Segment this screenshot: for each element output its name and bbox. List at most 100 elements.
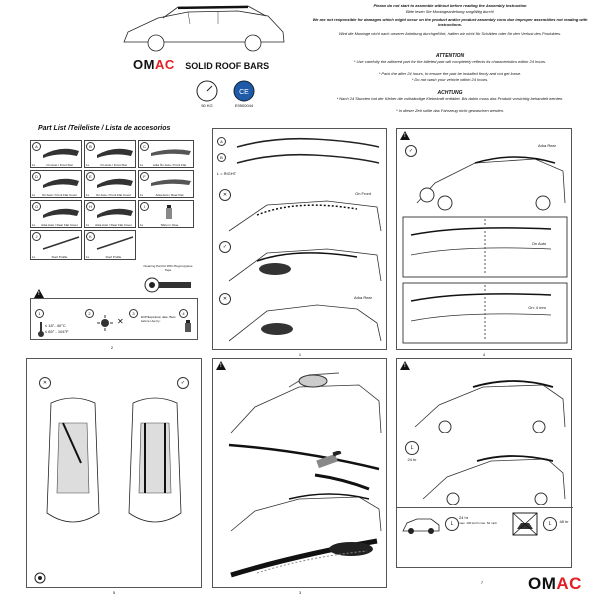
warning-icon — [34, 289, 44, 298]
step2-panel: 1 ≤ 18°- 40°C ≤ 65° - 104°F 2 ✕ 3 EXP/Ex… — [30, 289, 198, 340]
part-qty: 1x — [140, 193, 144, 197]
temp-low: ≤ 65° - 104°F — [45, 329, 69, 334]
speed-limit: max. 100 km/h max. 62 mph — [459, 521, 497, 525]
part-qty: 1x — [32, 193, 36, 197]
on-4cm-label: On: 4 mm — [528, 305, 546, 310]
on-auto-label: On Auto — [531, 241, 547, 246]
load-gauge-icon — [195, 79, 219, 103]
part-label: On Auto / Front Flat Cover — [95, 193, 131, 197]
glue-bottle-icon — [185, 320, 191, 332]
on-front-label: On Front — [355, 191, 371, 196]
car-top-view-right — [128, 397, 182, 523]
wash-hours: 48 hr — [559, 519, 569, 524]
part-qty: 1x — [86, 255, 90, 259]
substep-number: 1 — [35, 309, 44, 318]
part-qty: 1x — [140, 223, 144, 227]
part-label: Arka Auto / Rear Flat — [155, 193, 184, 197]
no-icon: ✕ — [39, 377, 51, 389]
car-wash-icon — [512, 512, 538, 536]
step7-number: 7 — [480, 580, 484, 585]
check-icon: ✓ — [405, 145, 417, 157]
divider — [397, 507, 573, 508]
no-icon: ✕ — [219, 293, 231, 305]
part-letter: A — [32, 142, 41, 151]
part-cell-J: J 1x Roof Profile — [30, 230, 82, 260]
step4-number: 4 — [482, 352, 486, 357]
part-label: Arka Ön Auto / Front Flat — [152, 163, 187, 167]
achtung-line-2: * In dieser Zeit sollte das Fahrzeug nic… — [395, 108, 505, 113]
part-cell-E: E 1x On Auto / Front Flat Cover — [84, 170, 136, 198]
warning-icon — [216, 361, 226, 370]
attention-line-1: * Use carefully the adhered part for the… — [353, 59, 547, 64]
part-label: Roof Profile — [105, 255, 122, 259]
part-list-title: Part List /Teileliste / Lista de accesor… — [38, 125, 171, 132]
check-icon: ✓ — [219, 241, 231, 253]
part-cell-C: C 1x Arka Ön Auto / Front Flat — [138, 140, 194, 168]
right-label: L = RIGHT — [217, 171, 237, 176]
tape-roll-icon — [143, 276, 193, 294]
step5-panel: ✕ ✓ — [26, 358, 202, 588]
check-icon: ✓ — [177, 377, 189, 389]
drive-hours: 24 hr — [459, 515, 469, 520]
instruction-line-3: We are not responsible for damages which… — [312, 17, 588, 27]
brand-logo: OMAC SOLID ROOF BARS — [133, 56, 270, 72]
attention-title: ATTENTION — [435, 53, 465, 59]
clock-icon: L — [405, 441, 419, 455]
substep-number: 3 — [129, 309, 138, 318]
product-name: SOLID ROOF BARS — [185, 61, 270, 71]
part-qty: 1x — [86, 163, 90, 167]
part-qty: 1x — [140, 163, 144, 167]
part-letter: B — [86, 142, 95, 151]
step1-number: 1 — [298, 352, 302, 357]
rail-letter-b: B — [217, 153, 226, 162]
glue-tube-icon — [166, 205, 172, 219]
part-label: On Auto / Front Flat Cover — [41, 193, 77, 197]
part-label: Silicon / Glue — [160, 223, 179, 227]
instruction-line-4: Wird die Montage nicht nach unserer Anle… — [338, 31, 562, 36]
part-cell-D: D 1x On Auto / Front Flat Cover — [30, 170, 82, 198]
achtung-line-1: * Nach 24 Stunden hat der Kleber die vol… — [336, 96, 564, 101]
attention-line-3: * Do not wash your vehicle within 24 hou… — [411, 77, 489, 82]
part-qty: 1x — [32, 163, 36, 167]
part-cell-F: F 1x Arka Auto / Rear Flat — [138, 170, 194, 198]
step3-panel — [212, 358, 387, 588]
part-qty: 1x — [32, 255, 36, 259]
part-cell-K: K 1x Roof Profile — [84, 230, 136, 260]
part-letter: D — [32, 172, 41, 181]
warning-icon — [400, 361, 410, 370]
load-label: 50 KG — [201, 103, 213, 108]
part-qty: 1x — [86, 223, 90, 227]
car-side-icon — [402, 518, 440, 534]
part-label: On Auto / Front Flat — [46, 163, 73, 167]
step5-number: 5 — [112, 590, 116, 595]
clock-icon: L — [445, 517, 459, 531]
part-cell-H: H 1x Arka Auto / Rear Flat Cover — [84, 200, 136, 228]
ok-icon: ✕ — [219, 189, 231, 201]
tape-roll-icon — [33, 571, 47, 585]
part-label: Roof Profile — [51, 255, 68, 259]
rail-letter-a: A — [217, 137, 226, 146]
step2-number: 2 — [110, 345, 114, 350]
part-letter: F — [140, 172, 149, 181]
brand-name: OMAC — [133, 57, 175, 72]
step4-panel: ✓ Arka Rear On Auto On: 4 mm — [396, 128, 572, 350]
step7-panel: L 24 hr L 24 hr max. 100 km/h max. 62 mp… — [396, 358, 573, 568]
car-top-view-left — [46, 397, 100, 523]
part-letter: J — [32, 232, 41, 241]
step1-panel: A B L = RIGHT ✕ On Front ✓ ✕ Arka Rear — [212, 128, 387, 350]
part-letter: I — [140, 202, 149, 211]
part-cell-G: G 1x Arka Auto / Rear Flat Cover — [30, 200, 82, 228]
wait-hours: 24 hr — [407, 457, 417, 462]
warning-icon — [400, 131, 410, 140]
step3-number: 3 — [298, 590, 302, 595]
cross-icon: ✕ — [117, 317, 124, 326]
instruction-line-1: Please do not start to assemble without … — [373, 3, 527, 8]
expiry-note: EXP/Expiration date: Best before Use by: — [141, 315, 176, 323]
instruction-line-2: Bitte lesen Sie Montageanleitung sorgfäl… — [405, 9, 495, 14]
part-letter: G — [32, 202, 41, 211]
attention-line-2: * Pack the after 24 hours, to ensure the… — [378, 71, 522, 76]
thermometer-icon — [38, 322, 44, 337]
part-label: On Auto / Front Flat — [100, 163, 127, 167]
part-cell-B: B 1x On Auto / Front Flat — [84, 140, 136, 168]
temp-high: ≤ 18°- 40°C — [45, 323, 66, 328]
